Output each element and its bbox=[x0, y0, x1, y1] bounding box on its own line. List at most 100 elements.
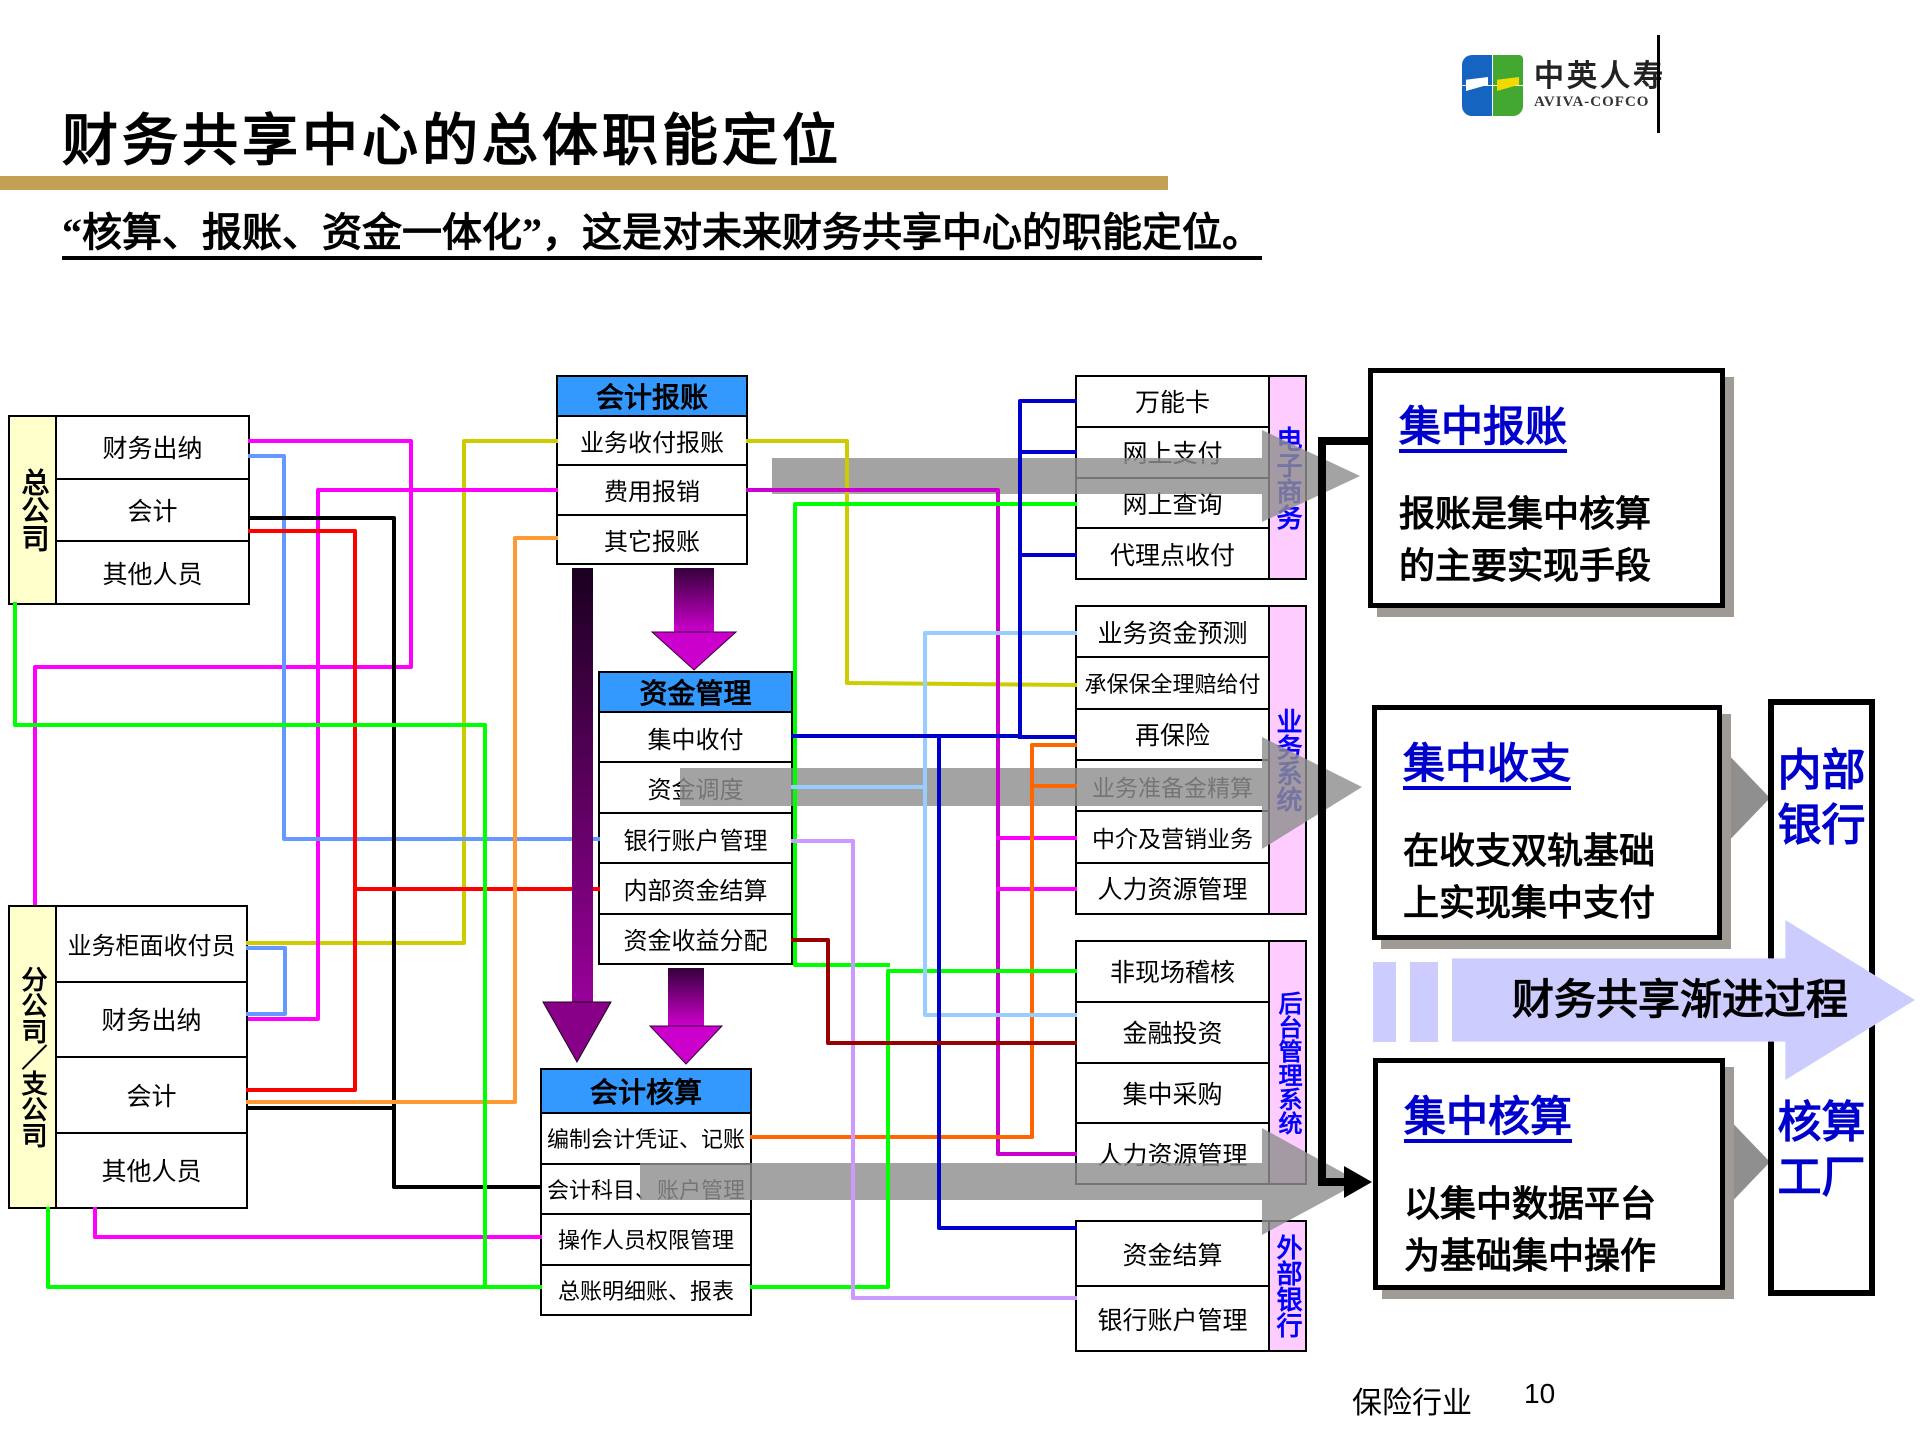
logo-company-subname: AVIVA-COFCO bbox=[1534, 94, 1650, 110]
connector-wire-9 bbox=[246, 946, 287, 1016]
row-agent-collection: 代理点收付 bbox=[1109, 542, 1235, 570]
callout1-body: 报账是集中核算 的主要实现手段 bbox=[1399, 494, 1652, 587]
row-hr-mgmt-business: 人力资源管理 bbox=[1097, 877, 1248, 905]
black-connector bbox=[1318, 437, 1372, 1198]
headquarters-label: 总公司 bbox=[10, 417, 57, 603]
row-voucher-bookkeeping: 编制会计凭证、记账 bbox=[542, 1114, 750, 1165]
purple-arrow-fund-to-accounting bbox=[648, 968, 724, 1065]
row-hr-mgmt-backoffice: 人力资源管理 bbox=[1097, 1142, 1248, 1170]
callout2-body: 在收支双轨基础 上实现集中支付 bbox=[1403, 831, 1656, 924]
backoffice-system-box: 非现场稽核 金融投资 集中采购 人力资源管理 后台管理系统 bbox=[1075, 940, 1307, 1185]
external-bank-box: 资金结算 银行账户管理 外部银行 bbox=[1075, 1220, 1307, 1352]
connector-wire-24 bbox=[791, 399, 1077, 738]
row-online-payment: 网上支付 bbox=[1077, 428, 1268, 479]
company-logo: 中英人寿 AVIVA-COFCO bbox=[1462, 55, 1666, 117]
accounting-reimbursement-box: 会计报账 业务收付报账 费用报销 其它报账 bbox=[556, 375, 748, 565]
row-fund-settlement: 资金结算 bbox=[1077, 1222, 1268, 1287]
row-internal-fund-settle: 内部资金结算 bbox=[600, 864, 791, 915]
row-fund-forecast: 业务资金预测 bbox=[1077, 607, 1268, 659]
e-commerce-label: 电子商务 bbox=[1268, 377, 1305, 578]
fund-management-box: 资金管理 集中收付 资金调度 银行账户管理 内部资金结算 资金收益分配 bbox=[598, 671, 793, 965]
e-commerce-box: 万能卡 网上支付 网上查询 代理点收付 电子商务 bbox=[1075, 375, 1307, 580]
logo-divider bbox=[1657, 35, 1660, 133]
branch-box: 分公司／支公司 业务柜面收付员 财务出纳 会计 其他人员 bbox=[8, 905, 248, 1209]
branch-label: 分公司／支公司 bbox=[10, 907, 57, 1207]
hq-row-others: 其他人员 bbox=[102, 561, 203, 589]
connector-wire-0 bbox=[246, 439, 558, 945]
row-expense-reimb: 费用报销 bbox=[558, 466, 746, 516]
connector-wire-19 bbox=[750, 969, 1077, 1289]
row-universal-card: 万能卡 bbox=[1077, 377, 1268, 428]
callout-centralized-reimbursement: 集中报账 报账是集中核算 的主要实现手段 bbox=[1368, 368, 1725, 608]
connector-wire-29 bbox=[791, 938, 1077, 1045]
gray-arrow-internal-bank bbox=[1722, 748, 1770, 848]
connector-wire-4 bbox=[93, 1207, 542, 1239]
callout-centralized-accounting: 集中核算 以集中数据平台 为基础集中操作 bbox=[1373, 1058, 1725, 1290]
row-centralized-payment: 集中收付 bbox=[600, 713, 791, 764]
row-fund-dispatch: 资金调度 bbox=[600, 763, 791, 814]
headquarters-box: 总公司 财务出纳 会计 其他人员 bbox=[8, 415, 250, 605]
row-reserve-actuarial: 业务准备金精算 bbox=[1077, 761, 1268, 813]
footer-industry-label: 保险行业 bbox=[1352, 1387, 1472, 1420]
callout-centralized-payment: 集中收支 在收支双轨基础 上实现集中支付 bbox=[1372, 705, 1722, 940]
row-bank-account-mgmt: 银行账户管理 bbox=[600, 814, 791, 865]
row-ledger-report: 总账明细账、报表 bbox=[557, 1278, 734, 1304]
page-title: 财务共享中心的总体职能定位 bbox=[62, 111, 842, 173]
row-reinsurance: 再保险 bbox=[1077, 710, 1268, 761]
row-centralized-procurement: 集中采购 bbox=[1077, 1064, 1268, 1125]
row-subject-account-mgmt: 会计科目、账户管理 bbox=[542, 1165, 750, 1215]
gray-arrow-accounting-factory bbox=[1722, 1112, 1770, 1212]
row-operator-permission: 操作人员权限管理 bbox=[542, 1215, 750, 1266]
branch-row-counter-teller: 业务柜面收付员 bbox=[57, 907, 246, 983]
branch-row-others: 其他人员 bbox=[101, 1159, 202, 1187]
row-business-payment-reimb: 业务收付报账 bbox=[558, 417, 746, 467]
connector-wire-22 bbox=[923, 785, 1077, 1017]
accounting-box: 会计核算 编制会计凭证、记账 会计科目、账户管理 操作人员权限管理 总账明细账、… bbox=[540, 1068, 752, 1316]
callout2-title: 集中收支 bbox=[1403, 742, 1572, 788]
row-other-reimb: 其它报账 bbox=[604, 529, 700, 556]
row-underwriting-claims: 承保保全理赔给付 bbox=[1077, 658, 1268, 710]
connector-wire-10 bbox=[248, 516, 542, 1189]
target-internal-bank: 内部 银行 bbox=[1777, 746, 1866, 850]
row-financial-investment: 金融投资 bbox=[1077, 1003, 1268, 1064]
connector-wire-1 bbox=[746, 439, 1078, 688]
connector-wire-14 bbox=[246, 536, 558, 1104]
process-arrow-bar-1 bbox=[1373, 962, 1396, 1042]
business-system-label: 业务系统 bbox=[1268, 607, 1305, 913]
process-arrow-label: 财务共享渐进过程 bbox=[1511, 978, 1848, 1024]
connector-wire-28 bbox=[937, 734, 1077, 1230]
target-accounting-factory: 核算 工厂 bbox=[1777, 1098, 1866, 1202]
connector-wire-2 bbox=[248, 488, 558, 1021]
row-fund-income-dist: 资金收益分配 bbox=[623, 929, 768, 956]
hq-row-accountant: 会计 bbox=[57, 480, 248, 543]
logo-mark-icon bbox=[1462, 55, 1524, 117]
connector-wire-17 bbox=[46, 1207, 542, 1289]
row-offsite-audit: 非现场稽核 bbox=[1077, 942, 1268, 1003]
business-system-box: 业务资金预测 承保保全理赔给付 再保险 业务准备金精算 中介及营销业务 人力资源… bbox=[1075, 605, 1307, 915]
hq-row-cashier: 财务出纳 bbox=[57, 417, 248, 480]
connector-wire-5 bbox=[746, 488, 1077, 1156]
external-bank-label: 外部银行 bbox=[1268, 1222, 1305, 1350]
connector-wire-21 bbox=[791, 631, 1077, 789]
footer-page-number: 10 bbox=[1524, 1378, 1556, 1409]
connector-wire-8 bbox=[248, 454, 600, 841]
subtitle: “核算、报账、资金一体化”，这是对未来财务共享中心的职能定位。 bbox=[62, 210, 1262, 255]
callout3-title: 集中核算 bbox=[1404, 1095, 1573, 1141]
connector-wire-20 bbox=[793, 502, 1077, 967]
backoffice-system-label: 后台管理系统 bbox=[1268, 942, 1305, 1183]
row-agency-marketing: 中介及营销业务 bbox=[1077, 812, 1268, 864]
purple-arrow-reimb-to-fund bbox=[650, 568, 738, 671]
callout3-body: 以集中数据平台 为基础集中操作 bbox=[1404, 1184, 1657, 1277]
branch-row-accountant: 会计 bbox=[57, 1058, 246, 1134]
callout1-title: 集中报账 bbox=[1399, 405, 1568, 451]
row-bank-account-mgmt-ext: 银行账户管理 bbox=[1097, 1307, 1248, 1335]
accounting-reimbursement-title: 会计报账 bbox=[558, 377, 746, 417]
connector-wire-12 bbox=[246, 529, 357, 1092]
logo-company-name: 中英人寿 bbox=[1534, 60, 1666, 93]
title-rule bbox=[0, 176, 1168, 190]
branch-row-cashier: 财务出纳 bbox=[57, 983, 246, 1058]
connector-wire-23 bbox=[791, 839, 1077, 1300]
fund-management-title: 资金管理 bbox=[600, 673, 791, 713]
accounting-title: 会计核算 bbox=[542, 1070, 750, 1114]
